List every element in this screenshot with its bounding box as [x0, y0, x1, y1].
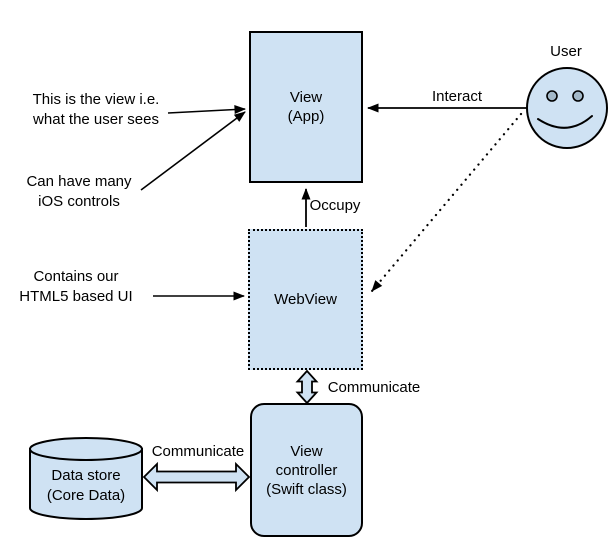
edge-label-communicate-datastore: Communicate	[151, 443, 245, 460]
annotation-controls-note-line2: iOS controls	[38, 193, 120, 210]
annotation-view-note-line2: what the user sees	[33, 111, 159, 128]
data-store-label-line1: Data store	[51, 467, 121, 484]
node-view-app: View (App)	[249, 31, 363, 183]
smiley-mouth	[537, 115, 593, 129]
node-data-store-label: Data store (Core Data)	[47, 466, 125, 506]
node-webview: WebView	[248, 229, 363, 370]
data-store-label-line2: (Core Data)	[46, 487, 126, 504]
edge-label-interact: Interact	[431, 88, 483, 105]
arrow-communicate-vertical	[295, 369, 319, 405]
edge-label-communicate-webview: Communicate	[327, 379, 421, 396]
arrow-view-note	[167, 105, 246, 115]
arrow-user-webview-dotted	[370, 112, 523, 293]
edge-label-occupy: Occupy	[309, 197, 361, 214]
annotation-view-note: This is the view i.e. what the user sees	[33, 90, 160, 130]
annotation-html5-note-line1: Contains our	[33, 268, 119, 285]
annotation-view-note-line1: This is the view i.e.	[32, 91, 160, 108]
annotation-html5-note-line2: HTML5 based UI	[19, 288, 133, 305]
webview-label: WebView	[274, 291, 337, 308]
annotation-html5-note: Contains our HTML5 based UI	[19, 267, 132, 307]
node-view-controller: View controller (Swift class)	[250, 403, 363, 537]
annotation-controls-note: Can have many iOS controls	[26, 172, 131, 212]
arrow-communicate-horizontal	[142, 461, 251, 493]
smiley-face	[526, 67, 608, 149]
user-label: User	[550, 43, 582, 60]
view-controller-label-line2: controller	[275, 461, 338, 479]
view-controller-label-line1: View	[290, 442, 323, 460]
view-app-label-line1: View	[289, 89, 323, 106]
view-app-label-line2: (App)	[287, 108, 325, 125]
smiley-right-eye	[572, 90, 584, 102]
annotation-controls-note-line1: Can have many	[26, 173, 132, 190]
view-controller-label-line3: (Swift class)	[266, 480, 347, 498]
user-smiley-icon	[526, 67, 608, 149]
cylinder-top	[29, 437, 143, 461]
smiley-left-eye	[546, 90, 558, 102]
